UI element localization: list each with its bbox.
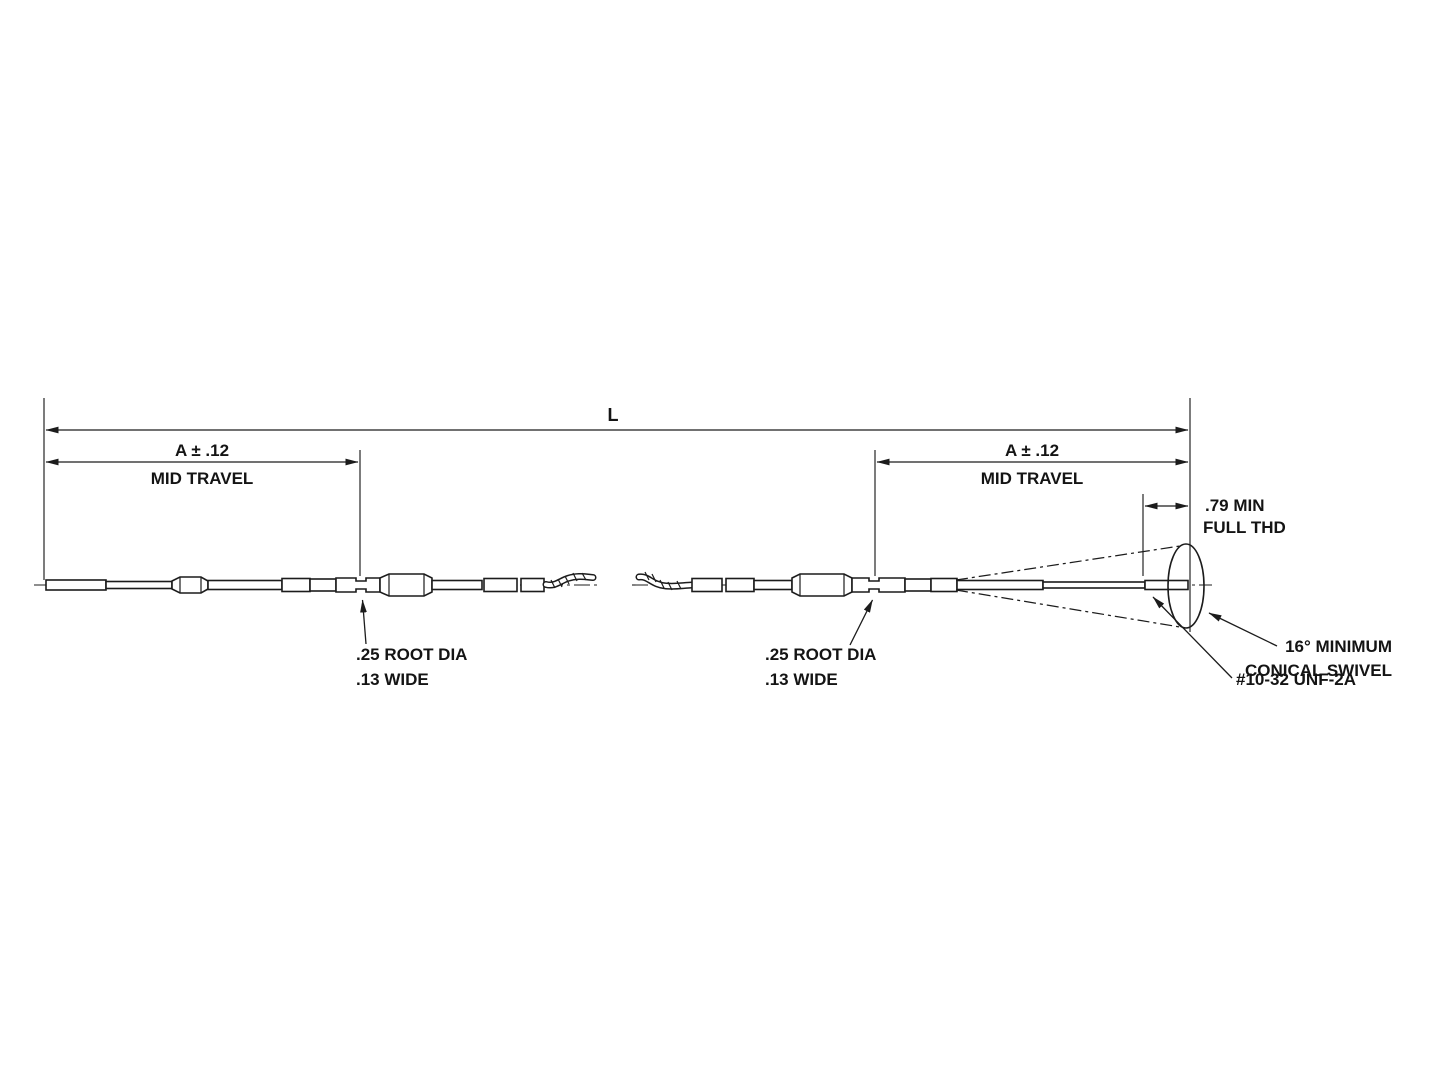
mid-travel-right-caption: MID TRAVEL xyxy=(981,469,1084,488)
swivel-line2: CONICAL SWIVEL xyxy=(1245,661,1392,680)
overall-length-label: L xyxy=(608,405,619,425)
mid-travel-right-value: A ± .12 xyxy=(1005,441,1059,460)
dimension-overall-length: L xyxy=(45,405,1189,434)
extension-lines xyxy=(43,398,1191,632)
dimension-mid-travel-left: A ± .12 MID TRAVEL xyxy=(45,441,359,488)
callout-root-dia-left: .25 ROOT DIA .13 WIDE xyxy=(356,599,467,689)
callout-root-dia-right: .25 ROOT DIA .13 WIDE xyxy=(765,599,876,689)
cable-assembly-left xyxy=(45,572,597,597)
root-dia-left-line1: .25 ROOT DIA xyxy=(356,645,467,664)
callout-thread-spec: #10-32 UNF-2A xyxy=(1152,596,1356,689)
conical-swivel-envelope xyxy=(955,543,1205,629)
mid-travel-left-value: A ± .12 xyxy=(175,441,229,460)
flexible-cable-tail-left xyxy=(542,572,597,589)
mid-travel-left-caption: MID TRAVEL xyxy=(151,469,254,488)
full-thread-line2: FULL THD xyxy=(1203,518,1286,537)
flexible-cable-tail-right xyxy=(635,571,696,591)
callout-conical-swivel: 16° MINIMUM CONICAL SWIVEL xyxy=(1208,612,1392,680)
dimension-mid-travel-right: A ± .12 MID TRAVEL xyxy=(876,441,1189,488)
root-dia-right-line2: .13 WIDE xyxy=(765,670,838,689)
swivel-line1: 16° MINIMUM xyxy=(1285,637,1392,656)
cable-assembly-right xyxy=(635,543,1205,629)
root-dia-right-line1: .25 ROOT DIA xyxy=(765,645,876,664)
thread-spec-label: #10-32 UNF-2A xyxy=(1236,670,1356,689)
full-thread-line1: .79 MIN xyxy=(1205,496,1265,515)
dimension-full-thread: .79 MIN FULL THD xyxy=(1144,496,1286,537)
root-dia-left-line2: .13 WIDE xyxy=(356,670,429,689)
